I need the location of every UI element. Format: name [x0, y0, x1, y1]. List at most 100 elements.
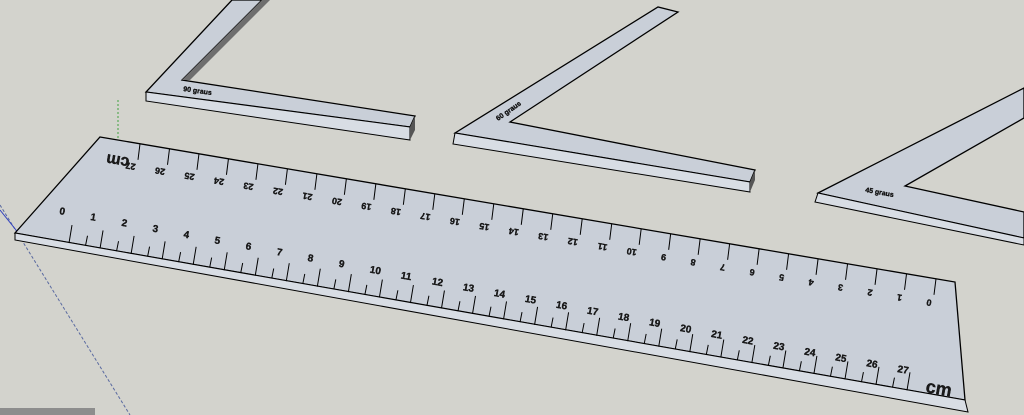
ruler-half-tick: [550, 317, 554, 328]
ruler-top-number: 11: [597, 241, 608, 253]
ruler-tick: [904, 273, 908, 290]
ruler-top-number: 25: [184, 170, 196, 182]
ruler-bottom-number: 4: [183, 230, 191, 242]
ruler-tick: [471, 295, 476, 315]
ruler-top-number: 9: [660, 252, 667, 263]
ruler-tick: [284, 168, 288, 185]
ruler-top-number: 23: [243, 180, 255, 192]
ruler-tick: [225, 158, 229, 175]
ruler-half-tick: [240, 262, 244, 274]
ruler-bottom-number: 12: [431, 276, 444, 289]
ruler-tick: [255, 163, 259, 180]
ruler-half-tick: [829, 366, 833, 377]
ruler-bottom-number: 10: [369, 265, 382, 278]
ruler-top-number: 6: [749, 267, 756, 278]
ruler-tick: [137, 143, 141, 160]
ruler-half-tick: [85, 235, 88, 246]
ruler-half-tick: [116, 241, 120, 252]
ruler-top-number: 10: [626, 246, 638, 258]
ruler-top-number: 21: [302, 191, 314, 203]
ruler-half-tick: [457, 301, 461, 312]
ruler-top-number: 0: [926, 297, 933, 308]
ruler-tick: [786, 253, 790, 270]
ruler-half-tick: [333, 279, 337, 290]
ruler-top-number: 12: [567, 236, 579, 248]
ruler-tick: [627, 323, 632, 342]
ruler-half-tick: [395, 290, 399, 301]
ruler-tick: [347, 274, 352, 293]
ruler-top-number: 26: [154, 165, 166, 177]
ruler-tick: [254, 257, 259, 276]
ruler-half-tick: [674, 339, 678, 350]
ruler-bottom-number: 22: [741, 335, 754, 348]
ruler-bottom-number: 23: [772, 341, 785, 354]
ruler-half-tick: [767, 355, 771, 366]
ruler-tick: [196, 153, 200, 170]
ruler-tick: [491, 203, 495, 220]
ruler-half-tick: [643, 333, 647, 345]
ruler-half-tick: [519, 312, 523, 323]
ruler-half-tick: [271, 268, 275, 279]
ruler-tick: [782, 350, 787, 369]
ruler-top-number: 18: [390, 206, 402, 218]
ruler-half-tick: [891, 377, 895, 388]
ruler-tick: [343, 178, 347, 195]
ruler-top-number: 19: [361, 201, 373, 213]
square-90-degrees[interactable]: 90 graus: [144, 0, 416, 141]
ruler-tick: [751, 344, 756, 364]
ruler-tick: [161, 241, 166, 260]
ruler-tick: [166, 148, 170, 165]
ruler-bottom-number: 16: [555, 300, 568, 313]
ruler-tick: [520, 208, 524, 225]
ruler-bottom-number: 1: [90, 212, 98, 224]
ruler-top-number: 7: [719, 262, 726, 273]
ruler-bottom-number: 19: [648, 317, 661, 330]
ruler-top-number: 8: [690, 257, 697, 268]
ruler-half-tick: [147, 246, 151, 257]
ruler-bottom-number: 0: [58, 206, 66, 218]
ruler-tick: [314, 173, 318, 190]
ruler-top-number: 1: [896, 292, 903, 303]
ruler-tick: [316, 268, 321, 287]
ruler-tick: [192, 246, 197, 265]
ruler-tick: [223, 252, 228, 271]
ruler-tick: [609, 223, 613, 240]
ruler-top-number: 15: [479, 221, 491, 233]
ruler-bottom-number: 6: [245, 241, 253, 253]
ruler-top-number: 4: [808, 277, 815, 288]
ruler-tick: [638, 228, 642, 245]
square-60-degrees[interactable]: 60 graus: [452, 6, 756, 193]
square-label: 90 graus: [183, 86, 213, 97]
ruler-tick: [720, 339, 725, 358]
ruler-tick: [815, 258, 819, 275]
ruler-tick: [596, 317, 601, 336]
ruler-tick: [130, 235, 135, 255]
ruler-tick: [875, 366, 880, 385]
ruler-top-number: 22: [272, 185, 284, 197]
ruler-tick: [68, 224, 73, 244]
ruler-tick: [550, 213, 554, 230]
ruler-tick: [813, 355, 818, 375]
ruler-bottom-number: 2: [121, 218, 129, 230]
ruler-half-tick: [302, 273, 306, 285]
ruler-tick: [658, 328, 663, 347]
ruler-front-face: [14, 232, 969, 413]
ruler-bottom-number: 21: [710, 329, 723, 342]
ruler-bottom-number: 7: [276, 247, 284, 259]
ruler-tick: [461, 198, 465, 215]
ruler-tick: [727, 243, 731, 260]
ruler-tick: [756, 248, 760, 265]
ruler-tick: [906, 372, 911, 391]
ruler-bottom-number: 17: [586, 306, 599, 319]
ruler-half-tick: [860, 372, 864, 383]
ruler-bottom-number: 15: [524, 294, 537, 307]
ruler-tick: [565, 312, 570, 331]
square-45-degrees[interactable]: 45 graus: [814, 87, 1024, 246]
ruler-tick: [845, 263, 849, 280]
ruler-bottom-number: 18: [617, 311, 630, 324]
ruler-tick: [503, 301, 508, 320]
ruler-bottom-number: 9: [338, 259, 346, 271]
ruler-tick: [689, 334, 694, 353]
